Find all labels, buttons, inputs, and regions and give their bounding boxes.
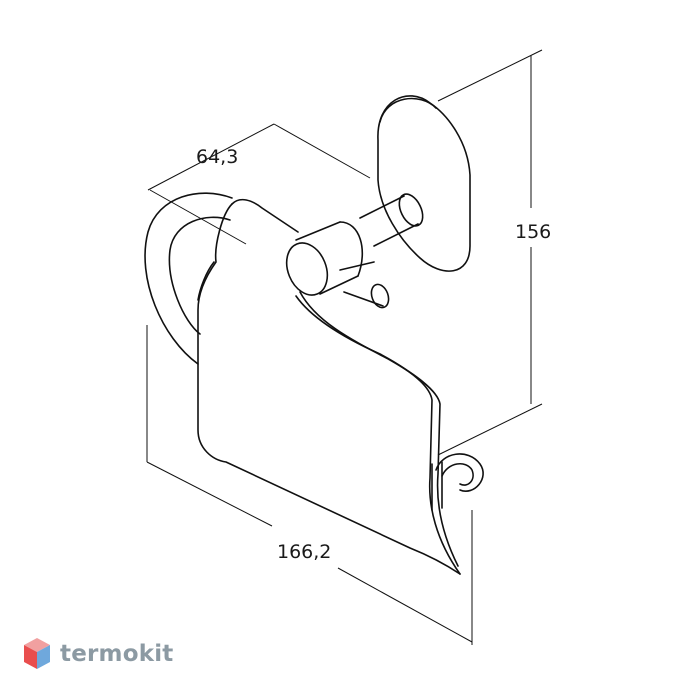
dimension-depth xyxy=(147,123,371,245)
cover-flap xyxy=(197,198,461,575)
holder-arc xyxy=(144,192,233,365)
height-dimension-label: 156 xyxy=(515,221,551,243)
dimension-height xyxy=(437,49,543,456)
depth-dimension-label: 64,3 xyxy=(196,146,238,168)
rod-collar xyxy=(285,221,364,296)
support-rod xyxy=(339,193,424,309)
cube-icon xyxy=(24,638,50,669)
brand-logo: termokit xyxy=(22,634,173,674)
wall-mount-plate xyxy=(377,95,471,272)
lower-hook xyxy=(431,453,484,511)
brand-name: termokit xyxy=(60,641,174,667)
dimension-width xyxy=(146,325,473,645)
width-dimension-label: 166,2 xyxy=(277,541,331,563)
